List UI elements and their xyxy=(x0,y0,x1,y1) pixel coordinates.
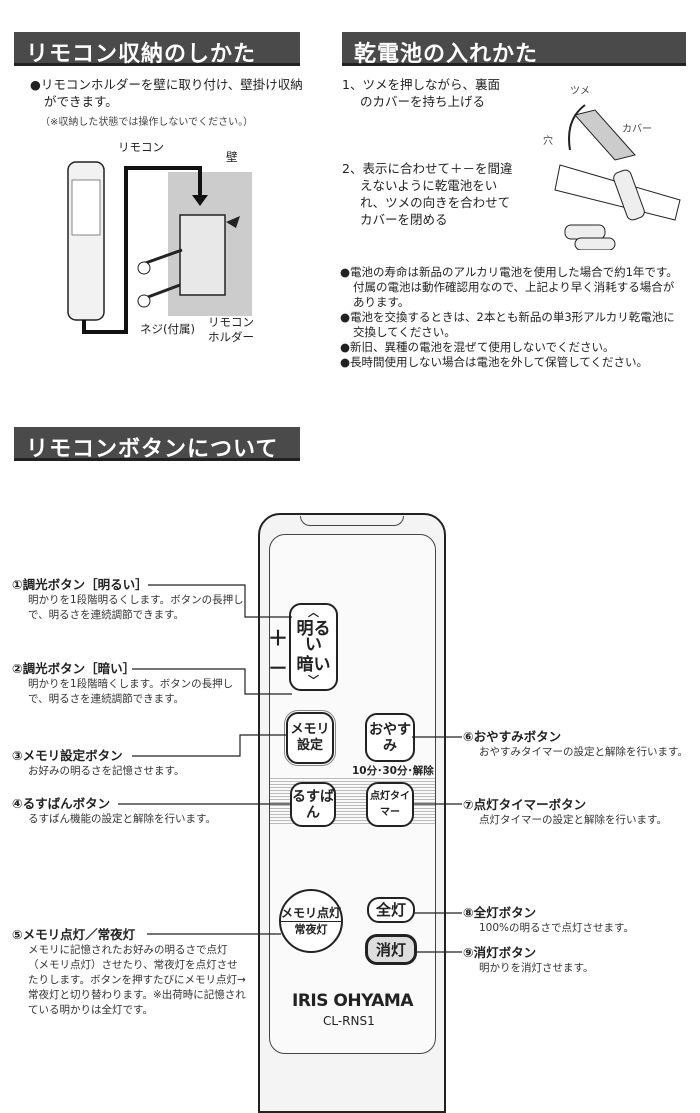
memory-light-label: メモリ点灯 xyxy=(281,905,342,922)
storage-note: （※収納した状態では操作しないでください。） xyxy=(40,117,254,128)
item-8: ⑧全灯ボタン 100%の明るさで点灯させます。 xyxy=(463,904,698,936)
item-2: ②調光ボタン［暗い］ 明かりを1段階暗くします。ボタンの長押しで、明るさを連続調節… xyxy=(12,660,247,707)
item-desc: お好みの明るさを記憶させます。 xyxy=(28,765,185,777)
item-title: ⑦点灯タイマーボタン xyxy=(463,797,587,812)
label-holder: リモコンホルダー xyxy=(208,315,254,344)
label-wall: 壁 xyxy=(226,150,238,164)
item-desc: メモリに記憶されたお好みの明るさで点灯（メモリ点灯）させたり、常夜灯を点灯させた… xyxy=(28,944,246,1016)
memory-light-button[interactable]: メモリ点灯 常夜灯 xyxy=(279,889,343,953)
item-desc: 100%の明るさで点灯させます。 xyxy=(479,922,634,934)
full-light-button[interactable]: 全灯 xyxy=(367,897,415,923)
bright-button[interactable]: 明るい xyxy=(296,619,331,655)
item-1: ①調光ボタン［明るい］ 明かりを1段階明るくします。ボタンの長押しで、明るさを連続… xyxy=(12,576,247,623)
item-desc: 点灯タイマーの設定と解除を行います。 xyxy=(479,814,667,826)
item-title: ③メモリ設定ボタン xyxy=(12,748,123,763)
item-desc: 明かりを消灯させます。 xyxy=(479,962,594,974)
item-title: ⑨消灯ボタン xyxy=(463,945,537,960)
battery-step-2: 2、表示に合わせて＋－を間違えないように乾電池をいれ、ツメの向きを合わせてカバー… xyxy=(342,161,513,227)
item-desc: おやすみタイマーの設定と解除を行います。 xyxy=(479,746,688,758)
night-light-label: 常夜灯 xyxy=(294,922,328,936)
item-5: ⑤メモリ点灯／常夜灯メモリに記憶されたお好みの明るさで点灯（メモリ点灯）させたり… xyxy=(12,926,247,1018)
plus-sign: ＋ xyxy=(268,626,288,650)
battery-notes: ●電池の寿命は新品のアルカリ電池を使用した場合で約1年です。付属の電池は動作確認… xyxy=(340,265,685,370)
item-3: ③メモリ設定ボタンお好みの明るさを記憶させます。 xyxy=(12,747,247,779)
battery-note: ●新旧、異種の電池を混ぜて使用しないでください。 xyxy=(340,340,615,354)
section-title-battery: 乾電池の入れかた xyxy=(342,32,686,67)
section-title-buttons: リモコンボタンについて xyxy=(14,427,300,462)
item-6: ⑥おやすみボタンおやすみタイマーの設定と解除を行います。 xyxy=(463,728,698,760)
item-title: ⑤メモリ点灯／常夜灯 xyxy=(12,927,136,942)
battery-step-1: 1、ツメを押しながら、裏面のカバーを持ち上げる xyxy=(342,77,500,109)
holder-sketch xyxy=(179,214,226,296)
item-title: ①調光ボタン［明るい］ xyxy=(12,577,148,592)
battery-note: ●電池の寿命は新品のアルカリ電池を使用した場合で約1年です。付属の電池は動作確認… xyxy=(340,265,678,309)
item-9: ⑨消灯ボタン明かりを消灯させます。 xyxy=(463,944,698,976)
battery-illustration xyxy=(554,104,681,250)
item-title: ④るすばんボタン xyxy=(12,796,111,811)
timer-options-label: 10分･30分･解除 xyxy=(352,765,434,777)
battery-note: ●長時間使用しない場合は電池を外して保管してください。 xyxy=(340,355,648,369)
section-title-storage: リモコン収納のしかた xyxy=(14,32,300,67)
item-desc: 明かりを1段階明るくします。ボタンの長押しで、明るさを連続調節できます。 xyxy=(28,594,244,621)
item-title: ②調光ボタン［暗い］ xyxy=(12,661,136,676)
memory-set-button[interactable]: メモリ設定 xyxy=(284,710,336,766)
label-tab: ツメ xyxy=(570,86,590,97)
item-desc: 明かりを1段階暗くします。ボタンの長押しで、明るさを連続調節できます。 xyxy=(28,678,234,705)
battery-note: ●電池を交換するときは、2本とも新品の単3形アルカリ乾電池に交換してください。 xyxy=(340,310,675,339)
chevron-up-icon: ︿ xyxy=(308,606,319,619)
brand-logo: IRIS OHYAMA xyxy=(292,991,414,1011)
model-label: CL-RNS1 xyxy=(323,1014,375,1028)
oyasumi-button[interactable]: おやすみ xyxy=(365,713,415,762)
brightness-rocker[interactable]: ︿ 明るい 暗い ﹀ xyxy=(289,603,338,691)
holder-illustration xyxy=(67,161,252,334)
dark-button[interactable]: 暗い xyxy=(296,655,331,675)
label-hole: 穴 xyxy=(543,136,553,147)
storage-bullet: ●リモコンホルダーを壁に取り付け、壁掛け収納ができます。 xyxy=(30,77,303,109)
item-7: ⑦点灯タイマーボタン点灯タイマーの設定と解除を行います。 xyxy=(463,796,698,828)
label-remote: リモコン xyxy=(118,140,164,154)
arrow-path xyxy=(82,166,202,334)
item-desc: るすばん機能の設定と解除を行います。 xyxy=(28,813,216,825)
rusuban-button[interactable]: るすばん xyxy=(290,782,336,827)
item-4: ④るすばんボタンるすばん機能の設定と解除を行います。 xyxy=(12,795,247,827)
label-screw: ネジ(付属) xyxy=(140,322,195,336)
item-title: ⑧全灯ボタン xyxy=(463,905,537,920)
chevron-down-icon: ﹀ xyxy=(308,674,319,687)
label-cover: カバー xyxy=(622,124,652,135)
minus-sign: － xyxy=(268,656,288,680)
off-button[interactable]: 消灯 xyxy=(365,934,417,965)
item-title: ⑥おやすみボタン xyxy=(463,729,562,744)
